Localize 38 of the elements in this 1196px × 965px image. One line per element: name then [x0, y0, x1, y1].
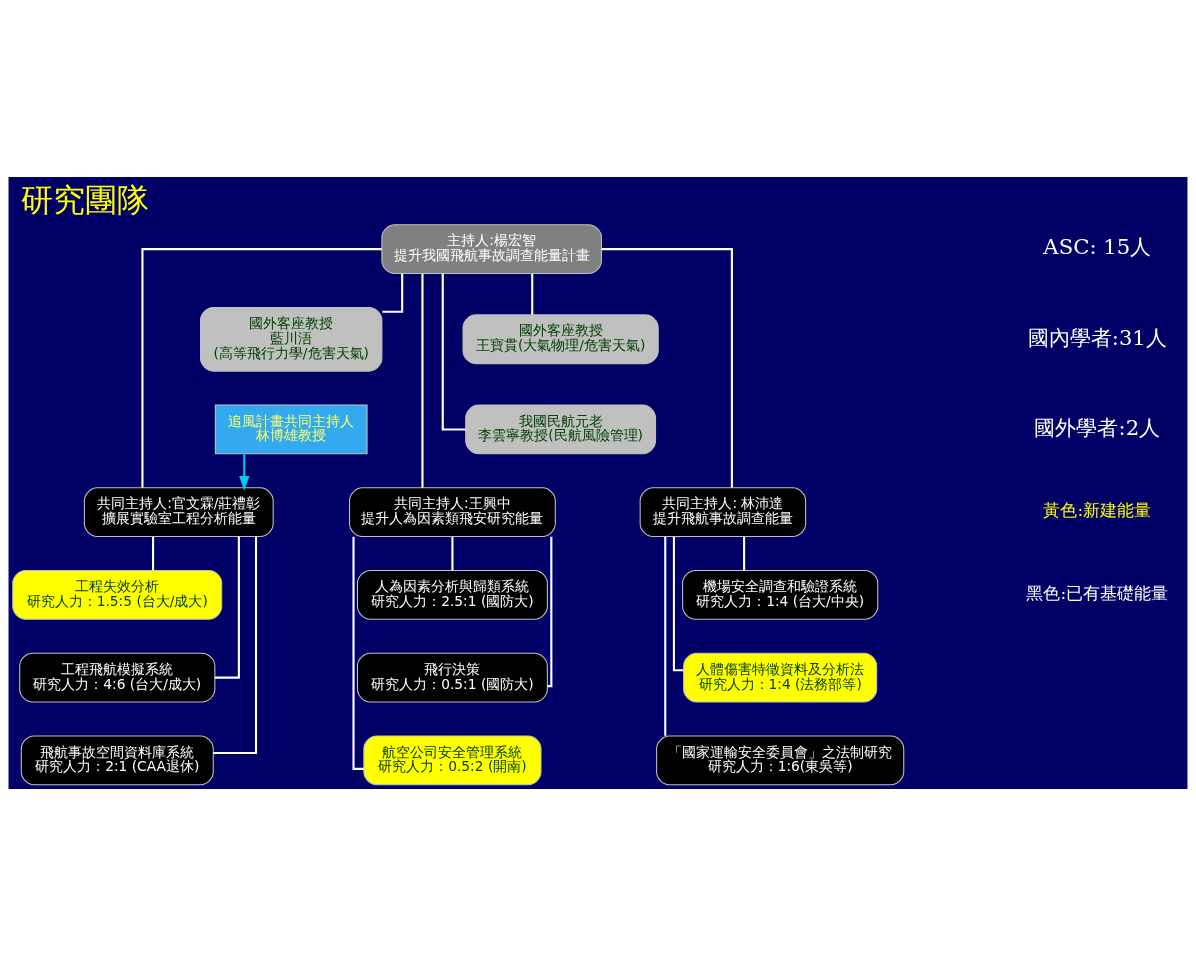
connector: [672, 536, 684, 671]
connector: [601, 247, 733, 487]
node-box: 工程失效分析 研究人力：1.5:5 (台大/成大): [12, 569, 223, 620]
connector: [547, 536, 553, 687]
node-box: 追風計畫共同主持人 林博雄教授: [214, 404, 368, 454]
connector: [213, 536, 258, 754]
arrow: [239, 453, 250, 491]
label: 黑色:已有基礎能量: [1026, 582, 1169, 603]
label: 國外學者:2人: [1034, 414, 1161, 440]
node-box: 國外客座教授 藍川浯 (高等飛行力學/危害天氣): [200, 306, 383, 372]
connector: [451, 536, 454, 570]
node-box: 機場安全調查和驗證系統 研究人力：1:4 (台大/中央): [682, 569, 879, 620]
node-box: 共同主持人:官文霖/莊禮彰 擴展實驗室工程分析能量: [83, 486, 274, 537]
connector: [441, 273, 466, 430]
node-box: 航空公司安全管理系統 研究人力：0.5:2 (開南): [363, 734, 542, 785]
label: 國內學者:31人: [1027, 324, 1167, 350]
label: ASC: 15人: [1043, 233, 1152, 259]
connector: [382, 273, 404, 313]
node-box: 人為因素分析與歸類系統 研究人力：2.5:1 (國防大): [356, 569, 548, 620]
node-box: 主持人:楊宏智 提升我國飛航事故調查能量計畫: [381, 223, 602, 274]
connector: [421, 273, 424, 488]
connector: [743, 536, 746, 570]
connector: [152, 536, 155, 570]
node-box: 飛航事故空間資料庫系統 研究人力：2:1 (CAA退休): [20, 734, 214, 785]
node-box: 人體傷害特徵資料及分析法 研究人力：1:4 (法務部等): [683, 652, 878, 703]
node-box: 我國民航元老 李雲寧教授(民航風險管理): [465, 404, 657, 454]
connector: [352, 536, 364, 770]
node-box: 共同主持人:王興中 提升人為因素類飛安研究能量: [349, 486, 556, 537]
diagram-title: 研究團隊: [21, 180, 150, 219]
node-box: 工程飛航模擬系統 研究人力：4:6 (台大/成大): [19, 652, 216, 703]
connector: [214, 536, 240, 679]
node-box: 共同主持人: 林沛達 提升飛航事故調查能量: [639, 486, 807, 537]
node-box: 飛行決策 研究人力：0.5:1 (國防大): [356, 652, 548, 703]
node-box: 「國家運輸安全委員會」之法制研究 研究人力：1:6(東吳等): [656, 734, 905, 785]
connector: [531, 273, 534, 315]
label: 黃色:新建能量: [1043, 499, 1152, 520]
connector: [664, 536, 667, 736]
node-box: 國外客座教授 王寶貫(大氣物理/危害天氣): [462, 313, 659, 364]
